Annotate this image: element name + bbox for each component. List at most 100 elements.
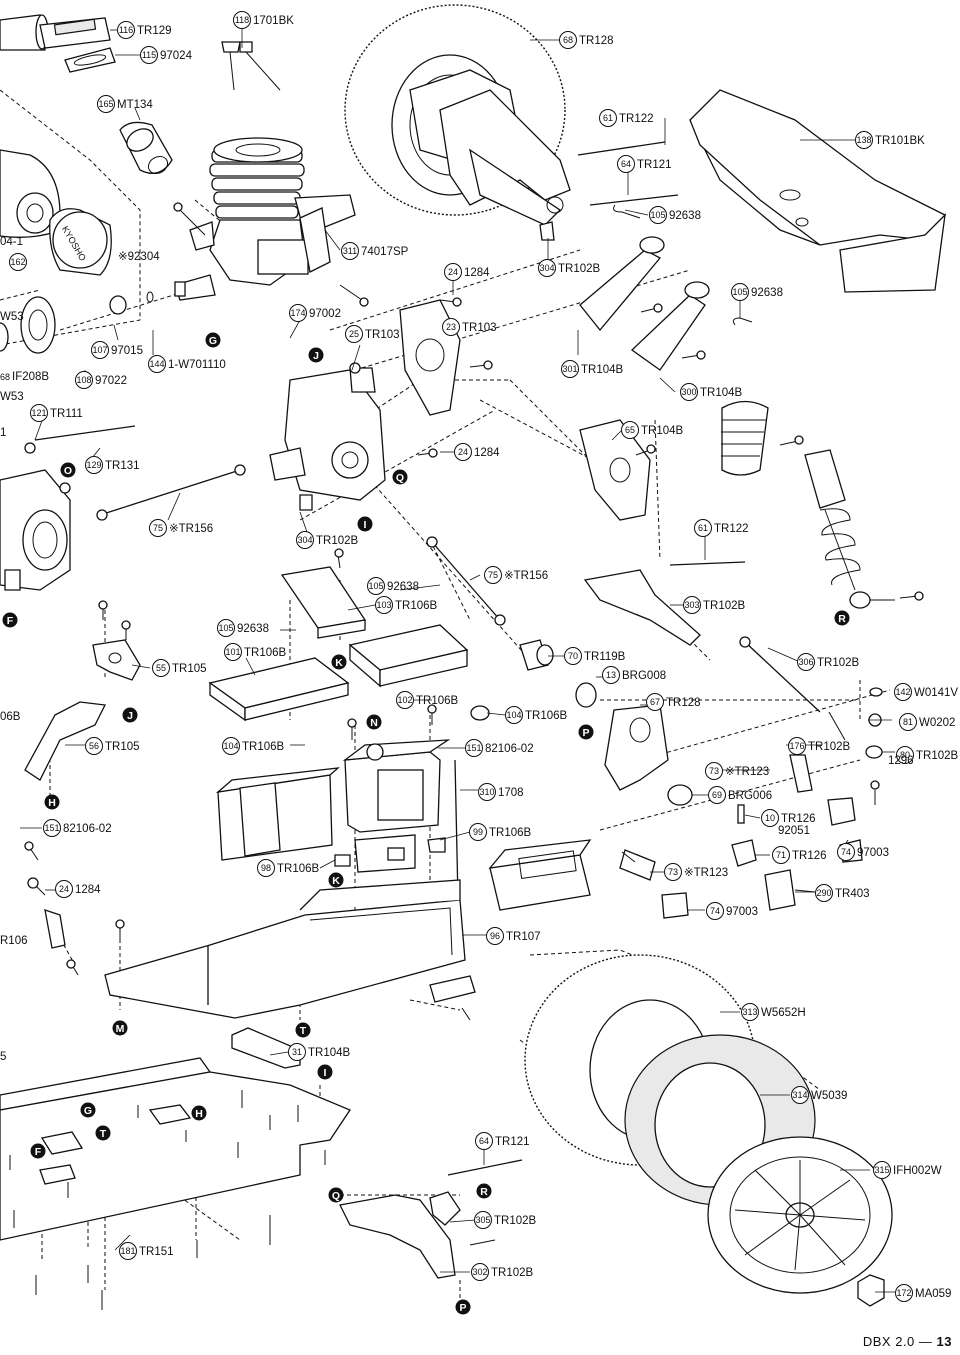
shock-boot-part [721,400,769,476]
callout-circle [85,737,103,755]
rear-drive-shaft-part [426,536,506,626]
callout-number: 71 [776,850,786,860]
callout-number: 181 [120,1246,135,1256]
callout-part-code: 97003 [857,847,889,859]
callout-part-code: TR106B [242,741,285,753]
marker-circle [328,872,344,888]
callout-part-code: TR105 [105,741,140,753]
front-knuckle-part [604,704,669,791]
callout-number: 104 [506,710,521,720]
marker-letter: F [7,615,14,627]
marker-letter: P [582,727,589,739]
assembly-marker-f: F [30,1143,46,1159]
callout-circle [454,443,472,461]
callout-part-code: ※TR156 [169,523,213,535]
callout-circle [117,21,135,39]
exhaust-coupler-part [299,207,331,273]
callout-circle [646,693,664,711]
callout-part-code: BRG008 [622,670,666,682]
engine-part [173,137,356,301]
callout-number: 102 [397,695,412,705]
servo-part [342,739,451,833]
callout-part-code: TR126 [781,813,816,825]
callout-part-code: TR103 [462,322,497,334]
callout-part-code: TR104B [700,387,743,399]
callout-circle [561,360,579,378]
part-callout-73a: 73※TR123 [705,762,769,780]
rear-knuckle-part [579,419,651,521]
callout-circle [442,318,460,336]
callout-part-code: TR106B [416,695,459,707]
callout-circle [296,531,314,549]
wheel-nut-part [857,1274,885,1307]
servo-saver-bracket-part [92,639,141,681]
hinge-pins-part [539,141,679,241]
callout-part-code: 92638 [669,210,701,222]
footer-separator: — [918,1334,933,1349]
part-callout-65: 65 TR104B [621,421,684,439]
callout-circle [772,846,790,864]
marker-circle [205,332,221,348]
callout-circle [375,596,393,614]
callout-circle [475,1132,493,1150]
front-lower-arm-part [583,561,821,713]
callout-number: 55 [156,663,166,673]
marker-circle [44,794,60,810]
callout-number: 65 [625,425,635,435]
callout-circle [289,304,307,322]
callout-number: 302 [472,1267,487,1277]
callout-number: 75 [488,570,498,580]
callout-number: 304 [539,263,554,273]
part-callout-13: 13 BRG008 [602,666,666,684]
callout-circle [708,786,726,804]
callout-part-code: TR104B [641,425,684,437]
callout-part-code: 97022 [95,375,127,387]
rear-arm-part [439,89,571,226]
callout-number: 69 [712,790,722,800]
callout-number: 172 [896,1288,911,1298]
callout-part-code: 74017SP [361,246,409,258]
callout-part-code: 1701BK [253,15,294,27]
callout-circle [705,762,723,780]
marker-letter: R [480,1186,488,1198]
marker-circle [366,714,382,730]
callout-circle [791,1086,809,1104]
marker-letter: T [100,1128,107,1140]
marker-letter: K [332,875,340,887]
callout-circle [222,737,240,755]
callout-part-code: 92638 [237,623,269,635]
receiver-box-part [348,624,469,688]
marker-circle [392,469,408,485]
rear-wing-part [689,89,947,293]
marker-letter: Q [396,472,404,484]
callout-part-code: TR106B [395,600,438,612]
callout-circle [478,783,496,801]
marker-letter: I [364,519,367,531]
marker-circle [476,1183,492,1199]
steering-post-part [24,701,106,781]
callout-circle [664,863,682,881]
callout-circle [43,819,61,837]
callout-part-code: TR105 [172,663,207,675]
callout-number: 174 [290,308,305,318]
callout-number: 314 [792,1090,807,1100]
callout-circle [367,577,385,595]
callout-circle [873,1161,891,1179]
callout-number: 13 [606,670,616,680]
callout-number: 104 [223,741,238,751]
